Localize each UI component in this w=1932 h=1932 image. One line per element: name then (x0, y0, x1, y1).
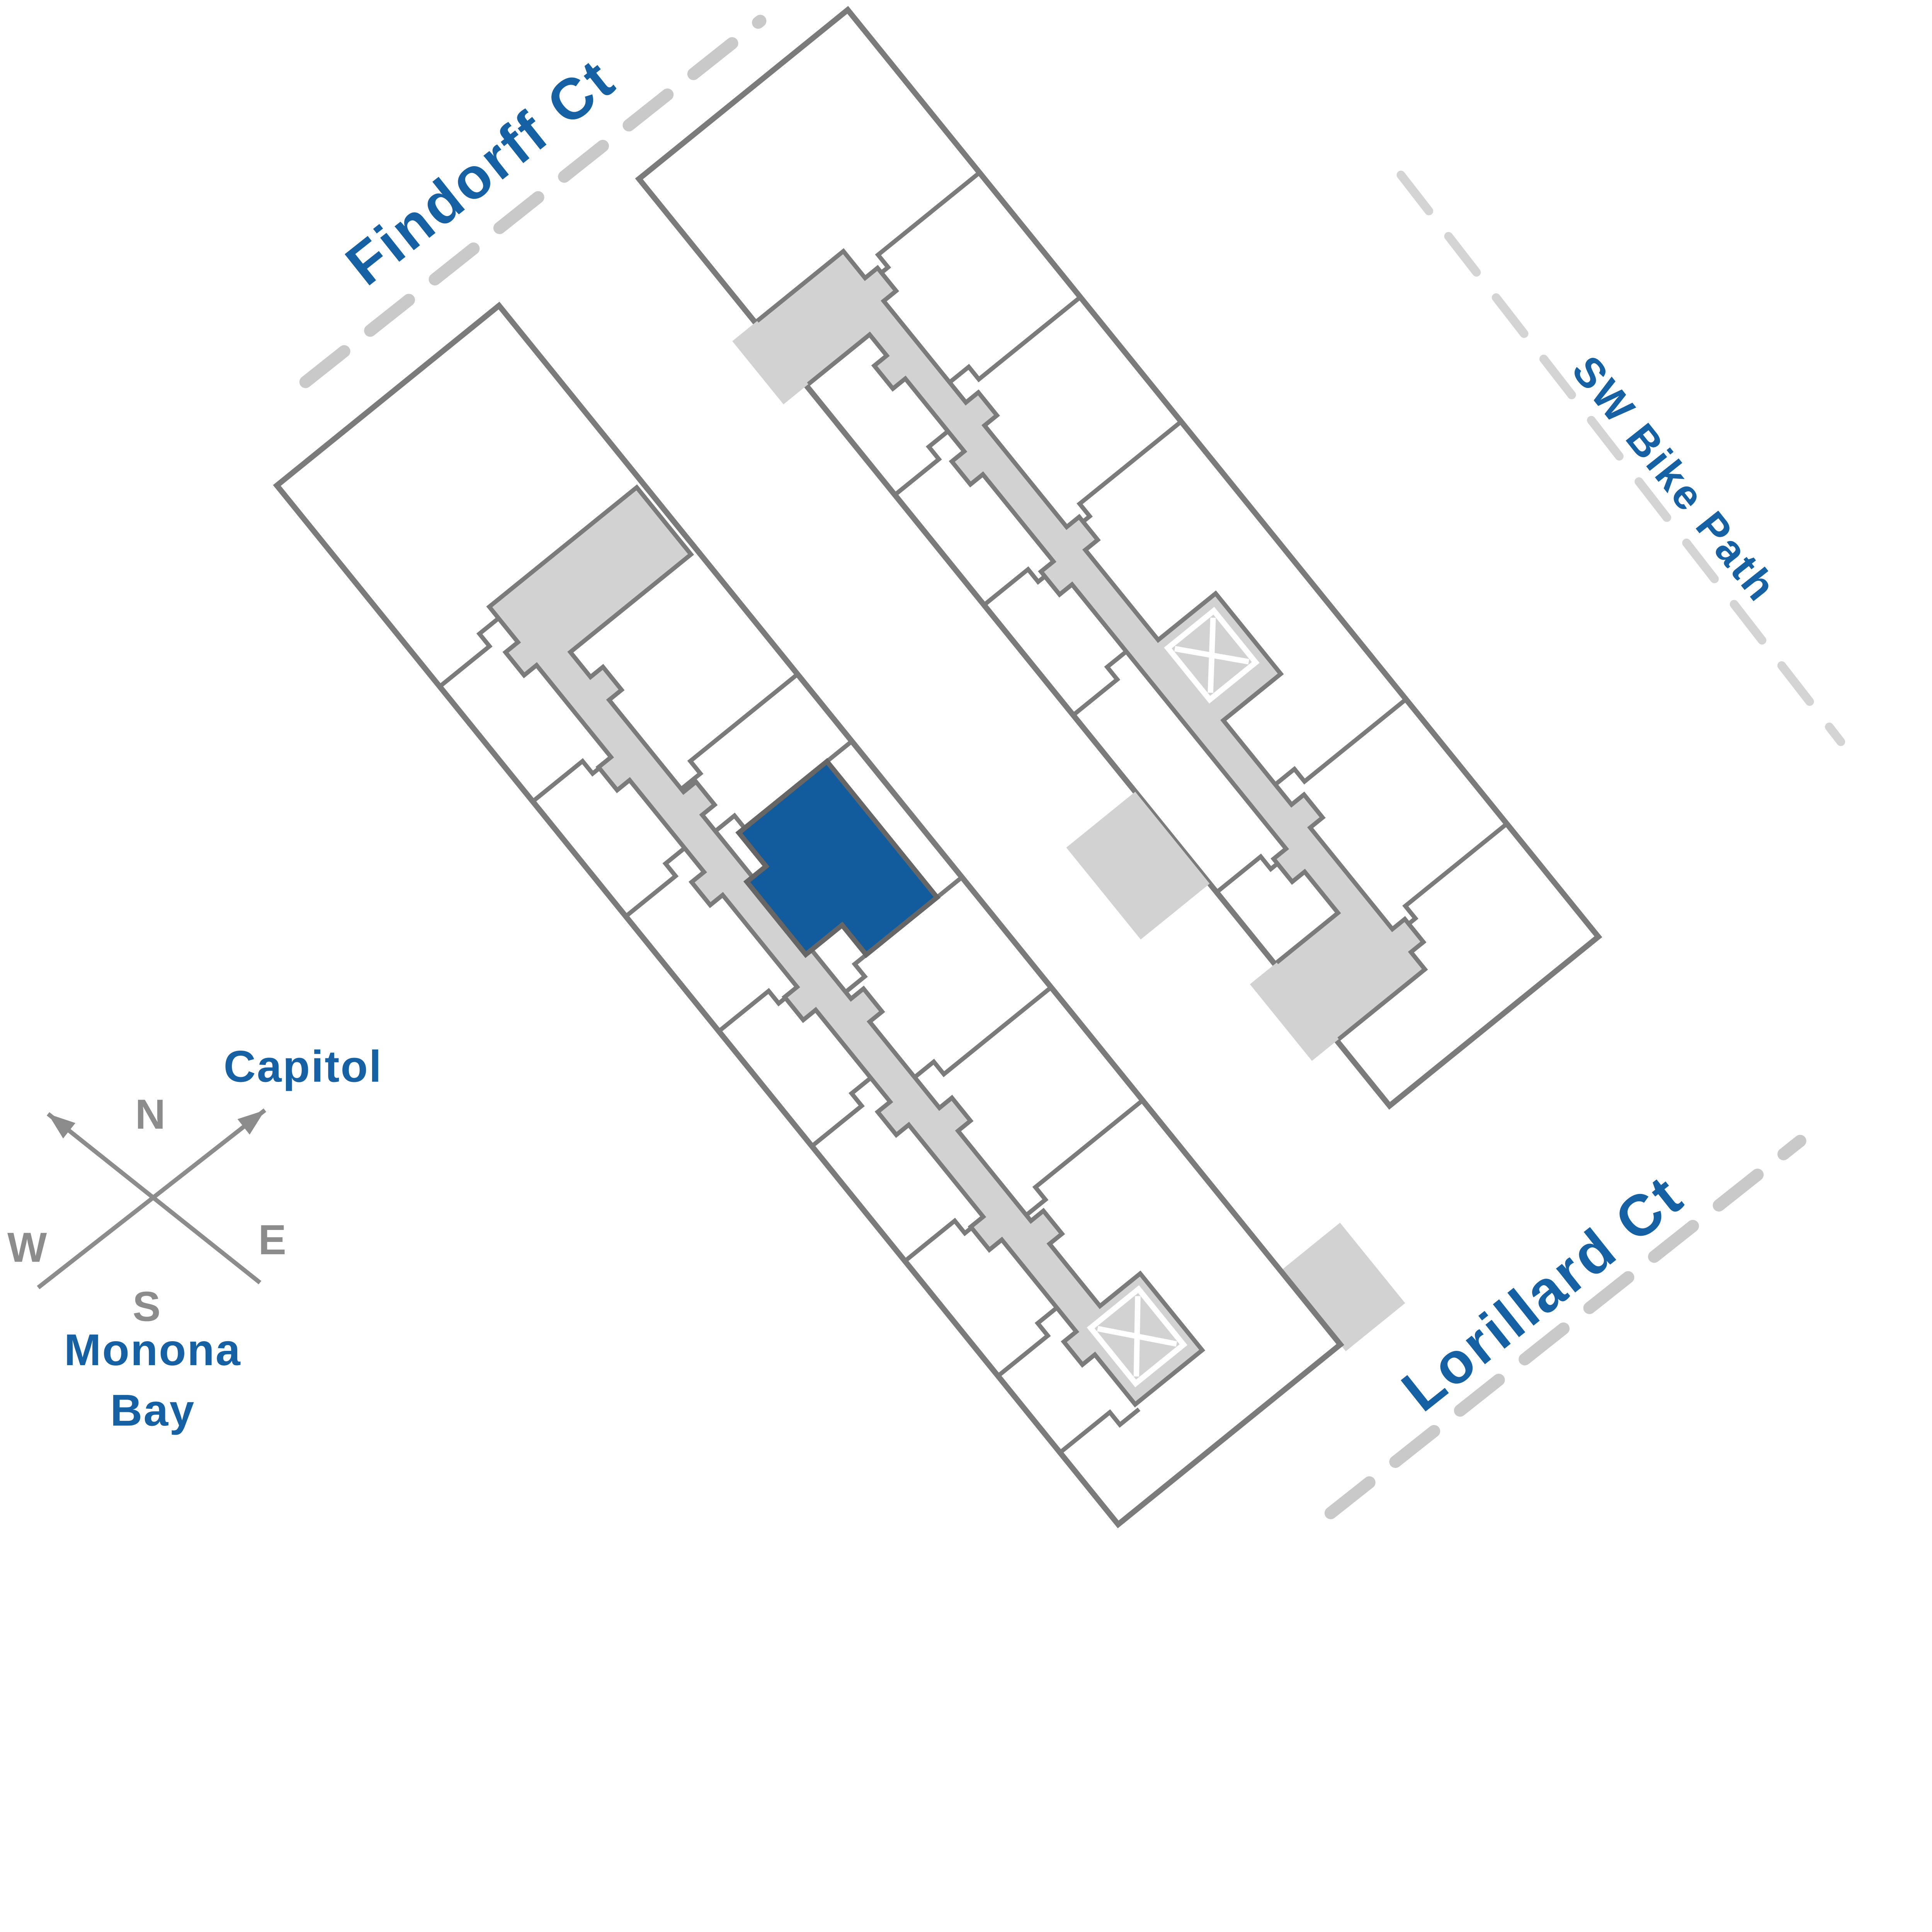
landmark-label-monona-bay: Bay (110, 1386, 195, 1435)
compass: N W E S (7, 1091, 286, 1330)
unit-divider (913, 985, 1053, 1079)
exterior-paving (1281, 1223, 1405, 1351)
unit-divider (438, 616, 500, 689)
compass-needle (46, 1112, 262, 1284)
landmark-label-monona-bay: Monona (64, 1325, 242, 1375)
street-lorillard-ct: Lorillard Ct (1324, 1134, 1806, 1519)
stair-x-line (1097, 1326, 1177, 1347)
unit-divider (1058, 1407, 1141, 1454)
street-dashed-line (1396, 170, 1845, 746)
street-dashed-line (1324, 1134, 1806, 1519)
unit-divider (680, 672, 799, 791)
highlighted-unit[interactable] (720, 758, 941, 985)
unit-divider (1274, 697, 1408, 786)
unit-divider (1071, 650, 1128, 717)
street-sw-bike-path: SW Bike Path (1396, 170, 1845, 746)
unit-divider (624, 846, 686, 918)
compass-letter-e: E (259, 1216, 286, 1263)
stairwell-icon (1087, 1285, 1188, 1388)
landmark-label-capitol: Capitol (224, 1042, 383, 1092)
unit-divider (810, 1076, 872, 1148)
compass-letter-s: S (133, 1283, 160, 1330)
compass-letter-w: W (7, 1224, 47, 1270)
stairwell-icon (1164, 607, 1260, 704)
exterior-paving (1066, 791, 1210, 940)
compass-arrowhead-icon (237, 1110, 265, 1135)
building-west (273, 301, 1405, 1529)
unit-divider (893, 429, 949, 497)
street-label-sw-bike-path: SW Bike Path (1563, 347, 1786, 611)
street-dashed-line (299, 15, 767, 388)
unit-divider (997, 1306, 1058, 1378)
unit-divider (948, 295, 1082, 384)
compass-letter-n: N (135, 1091, 165, 1138)
landmark-capitol: Capitol (224, 1042, 383, 1092)
street-label-lorillard-ct: Lorillard Ct (1390, 1162, 1695, 1423)
stair-x-line (1174, 646, 1250, 665)
corridor (752, 248, 1428, 1044)
exterior-paving (1250, 963, 1339, 1061)
exterior-paving (732, 321, 809, 405)
unit-divider (1025, 1099, 1144, 1217)
street-label-findorff-ct: Findorff Ct (334, 46, 627, 298)
building-east (635, 6, 1602, 1110)
compass-arrowhead-icon (48, 1114, 76, 1139)
